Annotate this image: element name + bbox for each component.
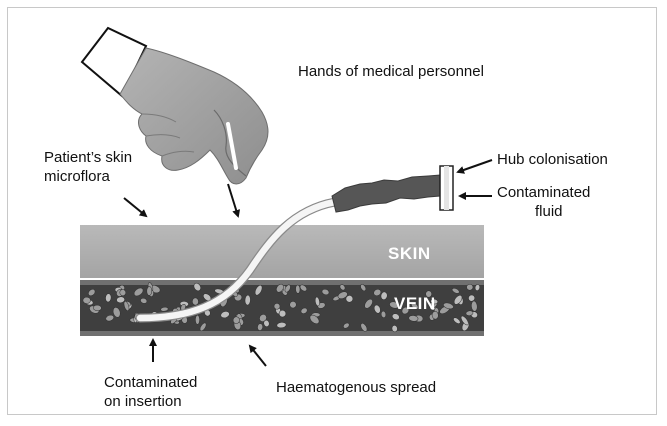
label-hub: Hub colonisation [497,150,608,169]
label-fluid-line2: fluid [535,202,563,221]
label-fluid-line1: Contaminated [497,183,590,202]
blood-cell [83,297,91,304]
label-skin-layer: SKIN [388,244,431,264]
label-insertion-line2: on insertion [104,392,182,411]
blood-cell [93,305,101,311]
label-skin-microflora-line2: microflora [44,167,110,186]
arrow-haematogenous [250,346,266,366]
blood-cell [245,295,251,305]
blood-cell [195,315,199,324]
label-hands: Hands of medical personnel [298,62,484,81]
label-vein-layer: VEIN [394,294,436,314]
blood-cell [192,298,198,305]
blood-cell [147,286,152,295]
arrow-hub [458,160,492,172]
blood-cell [295,285,300,294]
blood-cell [466,284,473,290]
arrow-hands [228,184,238,216]
label-haematogenous: Haematogenous spread [276,378,436,397]
label-insertion-line1: Contaminated [104,373,197,392]
arrow-skin-microflora [124,198,146,216]
label-skin-microflora-line1: Patient’s skin [44,148,132,167]
blood-cell [105,293,111,302]
catheter-hub [332,175,440,212]
